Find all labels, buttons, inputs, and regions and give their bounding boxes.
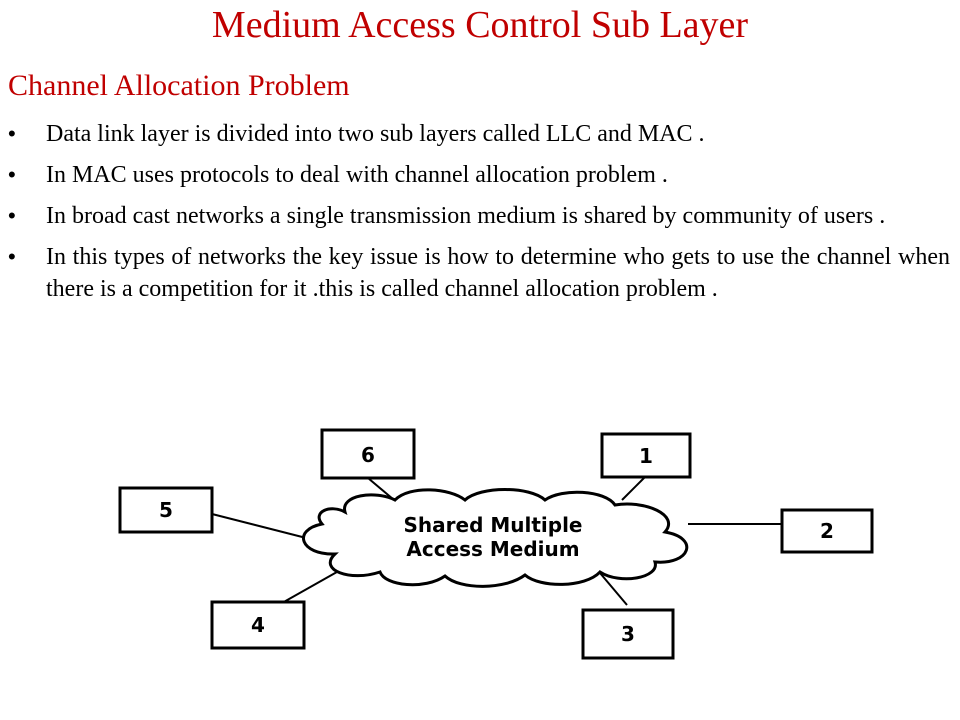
bullet-marker: •: [8, 162, 16, 187]
bullet-marker: •: [8, 121, 16, 146]
bullet-text: Data link layer is divided into two sub …: [46, 121, 705, 147]
link-node-3: [599, 572, 628, 606]
bullet-item: • In this types of networks the key issu…: [8, 241, 950, 305]
shared-medium-cloud: [302, 488, 689, 588]
node-label-6: 6: [361, 443, 375, 467]
bullet-item: • In broad cast networks a single transm…: [8, 200, 950, 232]
node-label-2: 2: [820, 519, 834, 543]
bullet-text: In this types of networks the key issue …: [46, 244, 950, 302]
node-label-5: 5: [159, 498, 173, 522]
bullet-text: In broad cast networks a single transmis…: [46, 203, 886, 229]
bullet-marker: •: [8, 203, 16, 228]
medium-label-line2: Access Medium: [406, 537, 579, 561]
link-node-4: [281, 567, 345, 604]
bullet-text: In MAC uses protocols to deal with chann…: [46, 162, 668, 188]
bullet-item: • Data link layer is divided into two su…: [8, 118, 950, 150]
node-box-3: 3: [581, 608, 675, 660]
node-label-4: 4: [251, 613, 265, 637]
link-node-5: [211, 513, 319, 542]
bullet-item: • In MAC uses protocols to deal with cha…: [8, 159, 950, 191]
connector-lines: [211, 476, 782, 606]
node-box-6: 6: [320, 428, 416, 480]
node-box-4: 4: [210, 600, 306, 650]
bullet-list: • Data link layer is divided into two su…: [8, 118, 950, 314]
medium-label-line1: Shared Multiple: [404, 513, 583, 537]
bullet-marker: •: [8, 244, 16, 269]
node-box-5: 5: [118, 486, 214, 534]
slide-subtitle: Channel Allocation Problem: [8, 69, 350, 102]
node-label-3: 3: [621, 622, 635, 646]
network-diagram: Shared Multiple Access Medium 6 1 5 2 4 …: [118, 428, 874, 660]
slide-title: Medium Access Control Sub Layer: [211, 4, 749, 46]
node-box-1: 1: [600, 432, 692, 479]
node-label-1: 1: [639, 444, 653, 468]
link-node-1: [621, 476, 646, 501]
node-box-2: 2: [780, 508, 874, 554]
